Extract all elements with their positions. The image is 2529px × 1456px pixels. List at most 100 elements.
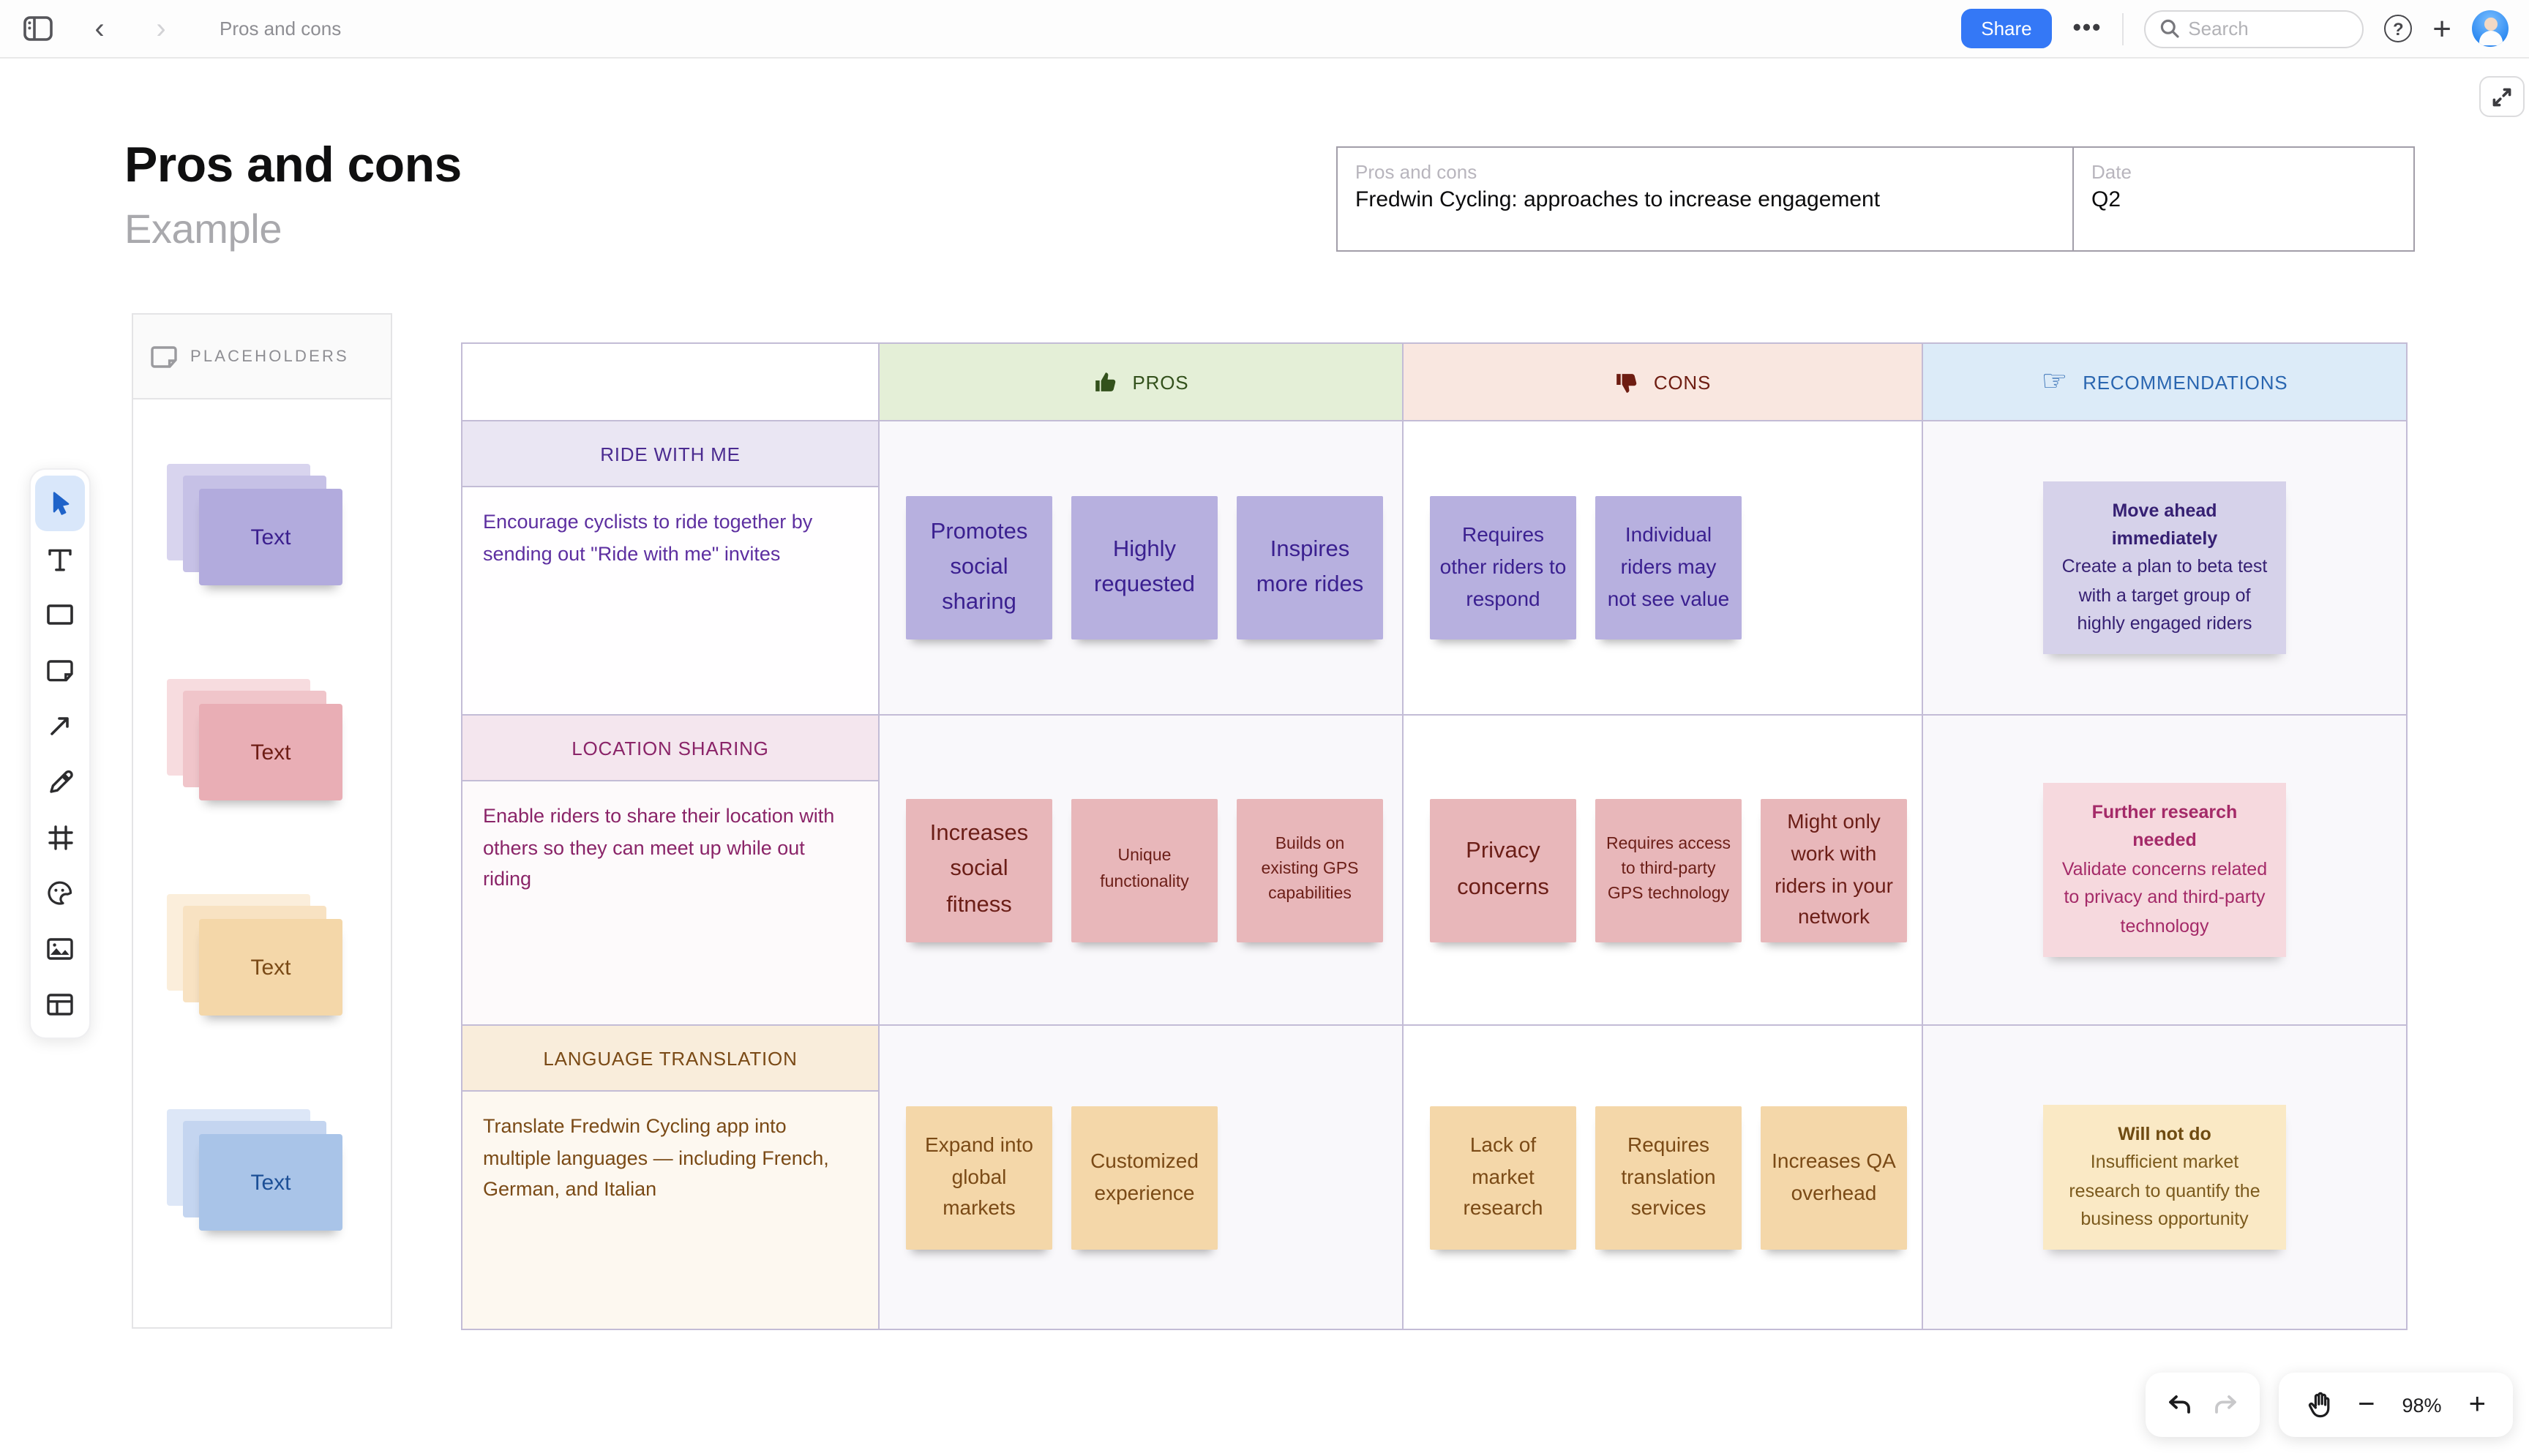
table-icon [47, 993, 73, 1015]
tool-shape-button[interactable] [35, 587, 85, 642]
pen-icon [48, 769, 72, 794]
column-header-pros[interactable]: PROS [880, 344, 1404, 421]
page-subtitle: Example [124, 206, 282, 252]
sticky-note[interactable]: Customized experience [1071, 1106, 1218, 1249]
sticky-note[interactable]: Unique functionality [1071, 798, 1218, 942]
sticky-note[interactable]: Individual riders may not see value [1595, 496, 1742, 639]
info-name-value: Fredwin Cycling: approaches to increase … [1355, 187, 1881, 212]
stack-card-front[interactable]: Text [199, 489, 342, 585]
sticky-note[interactable]: Requires translation services [1595, 1106, 1742, 1249]
pointing-hand-icon: ☞ [2041, 366, 2069, 398]
info-cell-name[interactable]: Pros and cons Fredwin Cycling: approache… [1338, 148, 2074, 250]
tool-media-button[interactable] [35, 920, 85, 976]
stack-card-front[interactable]: Text [199, 704, 342, 800]
expand-icon [2492, 87, 2511, 106]
column-header-cons[interactable]: CONS [1404, 344, 1923, 421]
sticky-note[interactable]: Requires other riders to respond [1430, 496, 1576, 639]
new-board-button[interactable]: + [2432, 10, 2451, 46]
tool-sticker-button[interactable] [35, 865, 85, 920]
search-icon [2161, 19, 2179, 38]
back-button[interactable]: ‹ [82, 11, 117, 46]
avatar[interactable] [2472, 10, 2509, 47]
tool-sticky-note-button[interactable] [35, 642, 85, 698]
row-title: LANGUAGE TRANSLATION [462, 1026, 878, 1092]
sticky-note[interactable]: Promotes social sharing [906, 496, 1052, 639]
redo-icon [2215, 1395, 2236, 1414]
sticky-note[interactable]: Lack of market research [1430, 1106, 1576, 1249]
matrix-corner-cell [462, 344, 880, 421]
sticky-note[interactable]: Expand into global markets [906, 1106, 1052, 1249]
sticky-note[interactable]: Requires access to third-party GPS techn… [1595, 798, 1742, 942]
placeholder-stack-purple[interactable]: Text [167, 464, 357, 587]
sticky-note[interactable]: Inspires more rides [1237, 496, 1383, 639]
placeholder-stack-blue[interactable]: Text [167, 1109, 357, 1232]
thumbs-up-icon [1095, 372, 1115, 391]
top-toolbar: ‹ › Pros and cons Share ••• Search ? + [0, 0, 2529, 59]
row-description: Translate Fredwin Cycling app into multi… [462, 1092, 878, 1329]
search-input[interactable]: Search [2144, 10, 2364, 48]
thumbs-down-icon [1616, 373, 1637, 392]
forward-chevron: › [156, 12, 166, 45]
info-table[interactable]: Pros and cons Fredwin Cycling: approache… [1336, 146, 2415, 252]
zoom-level: 98% [2402, 1394, 2442, 1416]
placeholder-stack-orange[interactable]: Text [167, 894, 357, 1017]
sticky-note-icon [151, 345, 177, 367]
info-name-label: Pros and cons [1355, 161, 1477, 183]
pan-tool-button[interactable] [2306, 1392, 2331, 1418]
zoom-in-button[interactable]: + [2468, 1389, 2486, 1421]
frame-icon [48, 825, 72, 849]
tool-connector-button[interactable] [35, 698, 85, 754]
sticky-note[interactable]: Privacy concerns [1430, 798, 1576, 942]
placeholder-stack-red[interactable]: Text [167, 679, 357, 802]
redo-button[interactable] [2213, 1393, 2239, 1416]
zoom-out-button[interactable]: − [2358, 1389, 2375, 1421]
shape-icon [47, 604, 73, 625]
sidebar-toggle-button[interactable] [20, 11, 56, 46]
share-button[interactable]: Share [1960, 9, 2053, 48]
stack-card-label: Text [250, 955, 291, 980]
tool-text-button[interactable] [35, 531, 85, 587]
sticky-note-icon [47, 659, 73, 681]
expand-button[interactable] [2479, 76, 2525, 117]
placeholders-title: PLACEHOLDERS [190, 348, 349, 365]
sticky-note[interactable]: Increases QA overhead [1761, 1106, 1907, 1249]
sticky-note[interactable]: Builds on existing GPS capabilities [1237, 798, 1383, 942]
help-button[interactable]: ? [2384, 15, 2413, 42]
stack-card-front[interactable]: Text [199, 1134, 342, 1231]
tool-pen-button[interactable] [35, 754, 85, 809]
row-description: Enable riders to share their location wi… [462, 781, 878, 1024]
tool-select-button[interactable] [35, 476, 85, 531]
tool-table-button[interactable] [35, 976, 85, 1032]
sticky-note[interactable]: Might only work with riders in your netw… [1761, 798, 1907, 942]
sidebar-icon [23, 16, 53, 41]
row-title: LOCATION SHARING [462, 716, 878, 781]
stack-card-front[interactable]: Text [199, 919, 342, 1016]
info-date-label: Date [2091, 161, 2132, 183]
info-cell-date[interactable]: Date Q2 [2074, 148, 2413, 250]
stack-card-label: Text [250, 525, 291, 549]
tool-frame-button[interactable] [35, 809, 85, 865]
more-button[interactable]: ••• [2072, 15, 2102, 40]
forward-button[interactable]: › [143, 11, 179, 46]
undo-button[interactable] [2166, 1393, 2192, 1416]
column-header-recommendations[interactable]: ☞ RECOMMENDATIONS [1923, 344, 2408, 421]
sticky-note[interactable]: Highly requested [1071, 496, 1218, 639]
sticky-note[interactable]: Increases social fitness [906, 798, 1052, 942]
